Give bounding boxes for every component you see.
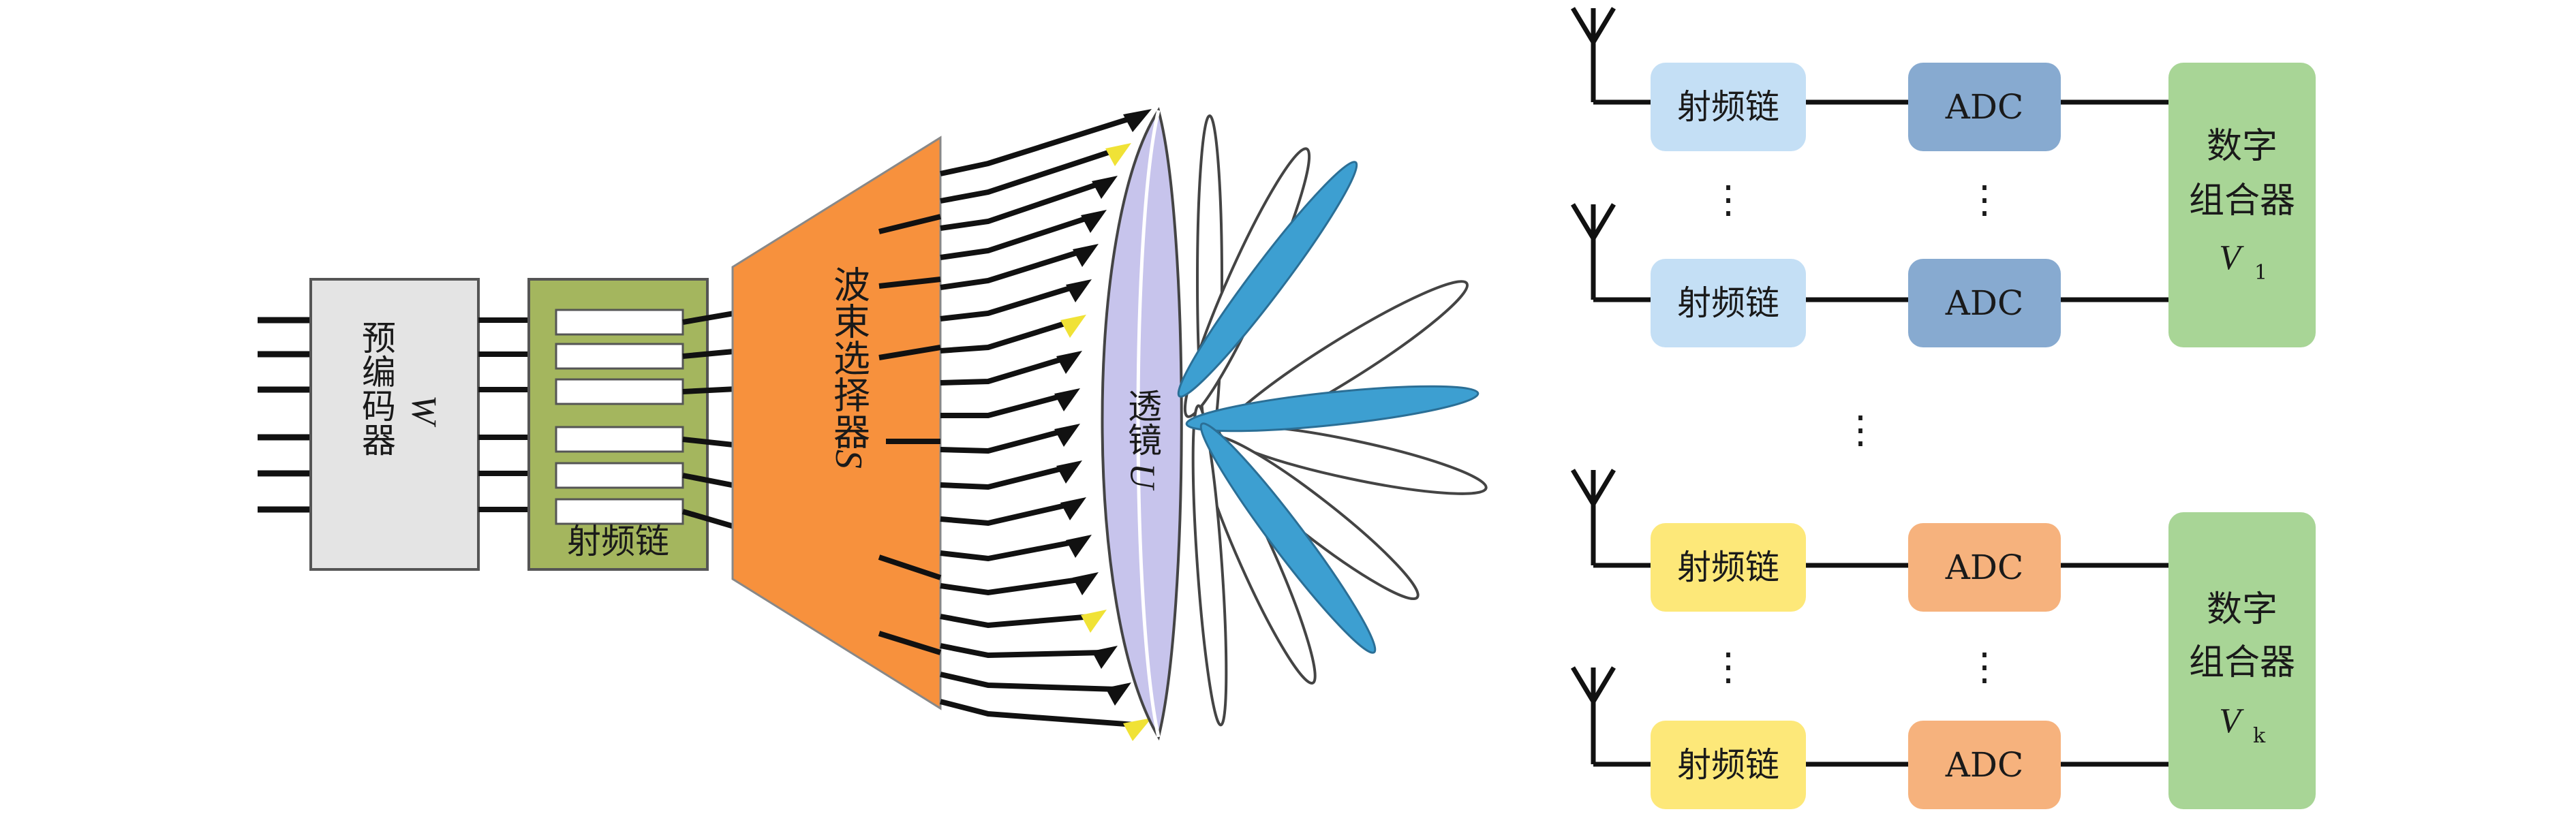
precoder-label: 预编码器: [356, 320, 396, 456]
lens-label: 透镜: [1122, 388, 1162, 456]
svg-text:射频链: 射频链: [1677, 548, 1779, 587]
rf-chain-block: 射频链: [527, 278, 709, 571]
svg-text:⋮: ⋮: [1709, 178, 1747, 222]
svg-text:V: V: [2219, 238, 2244, 277]
adc-bottom-2: ADC: [1908, 721, 2061, 809]
precoder-symbol: W: [405, 395, 444, 428]
lens-symbol: U: [1123, 463, 1162, 491]
beam-selector-symbol: S: [827, 450, 870, 469]
svg-text:1: 1: [2254, 261, 2267, 285]
lens-feed-lines: [940, 114, 1136, 727]
svg-text:射频链: 射频链: [1677, 745, 1779, 785]
antennas: [1570, 7, 1616, 764]
svg-text:⋮: ⋮: [1965, 645, 2004, 689]
svg-text:ADC: ADC: [1945, 745, 2023, 785]
radiated-beams: [1177, 114, 1488, 727]
precoder-block: 预编码器 W: [309, 278, 480, 571]
svg-text:射频链: 射频链: [1677, 87, 1779, 127]
adc-bottom-1: ADC: [1908, 523, 2061, 612]
svg-text:数字: 数字: [2207, 126, 2278, 167]
input-streams: [258, 317, 315, 513]
adc-top-1: ADC: [1908, 63, 2061, 151]
svg-text:⋮: ⋮: [1709, 645, 1747, 689]
rf-chain-top-2: 射频链: [1651, 259, 1806, 347]
svg-text:V: V: [2219, 702, 2244, 740]
rf-chain-top-1: 射频链: [1651, 63, 1806, 151]
feed-markers: [1054, 109, 1152, 741]
antenna-icon: [1570, 203, 1616, 300]
antenna-icon: [1570, 469, 1616, 565]
rx-connection-lines: [1593, 99, 2168, 767]
svg-text:k: k: [2253, 724, 2266, 748]
svg-text:数字: 数字: [2207, 589, 2278, 630]
antenna-icon: [1570, 666, 1616, 764]
rf-chain-bottom-2: 射频链: [1651, 721, 1806, 809]
adc-top-2: ADC: [1908, 259, 2061, 347]
beam-selector-block: 波束选择器 S: [731, 136, 942, 710]
rf-chain-bottom-1: 射频链: [1651, 523, 1806, 612]
beam-lobe-active: [1177, 161, 1358, 398]
ellipsis-marks: ⋮ ⋮ ⋮ ⋮ ⋮: [1709, 178, 2004, 689]
beam-lobe: [1191, 404, 1228, 727]
svg-text:ADC: ADC: [1945, 548, 2023, 587]
svg-text:ADC: ADC: [1945, 283, 2023, 323]
svg-text:组合器: 组合器: [2189, 181, 2295, 221]
beam-lobe-active: [1185, 385, 1479, 433]
lens: 透镜 U: [1101, 107, 1183, 741]
digital-combiner-k: 数字 组合器 V k: [2168, 512, 2316, 809]
beam-lobe-active: [1199, 422, 1377, 654]
antenna-icon: [1570, 7, 1616, 102]
svg-text:射频链: 射频链: [1677, 283, 1779, 323]
svg-text:组合器: 组合器: [2189, 642, 2295, 683]
rf-chain-block-label: 射频链: [567, 522, 669, 561]
svg-text:⋮: ⋮: [1965, 178, 2004, 222]
digital-combiner-1: 数字 组合器 V 1: [2168, 63, 2316, 347]
svg-text:ADC: ADC: [1945, 87, 2023, 127]
precoder-to-rf-lines: [478, 317, 530, 512]
beam-selector-label: 波束选择器: [827, 266, 870, 450]
svg-text:⋮: ⋮: [1841, 408, 1880, 452]
